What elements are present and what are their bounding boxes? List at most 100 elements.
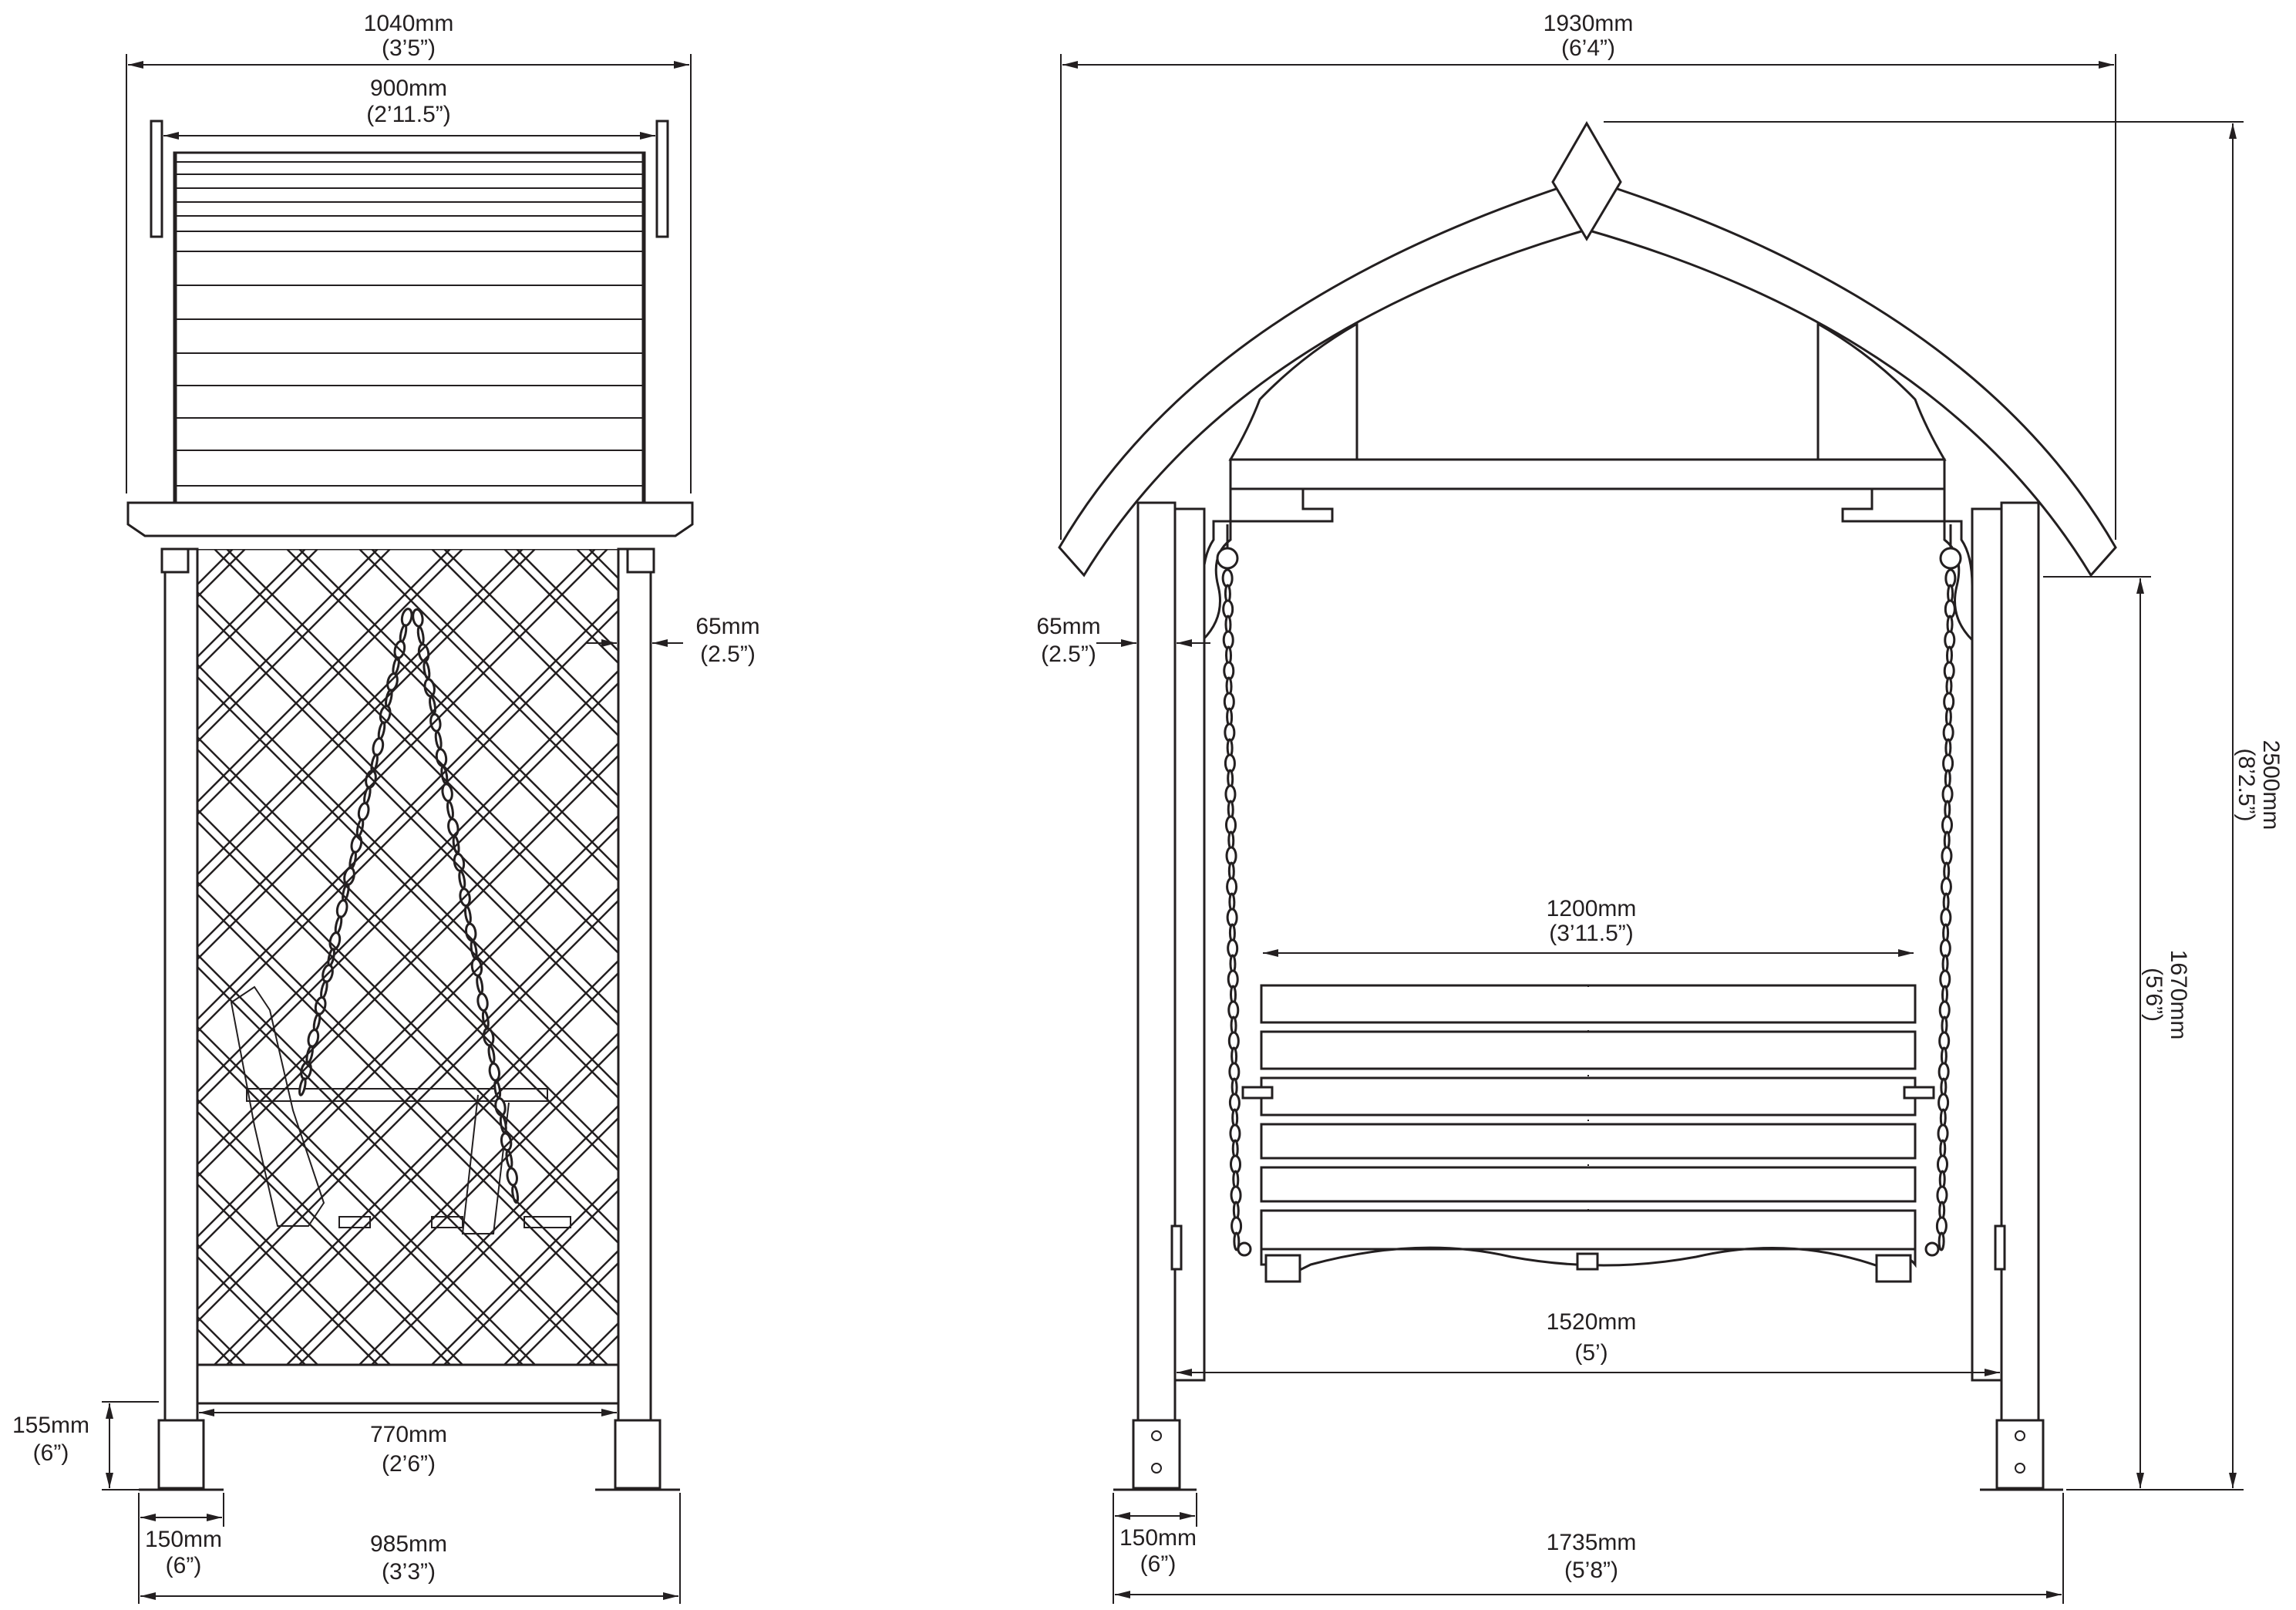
chain-link: [487, 1045, 496, 1064]
chain-link: [447, 817, 460, 837]
post-block-left: [1170, 1224, 1183, 1271]
side-foot-left: [157, 1419, 205, 1490]
lattice-strip: [197, 1183, 379, 1365]
lattice-strip: [359, 549, 618, 810]
front-arched-roof: [1058, 177, 2117, 578]
chain-link: [1937, 1231, 1945, 1251]
side-eaves-beam: [126, 501, 694, 537]
dim-label-side-base-plate-metric: 150mm: [145, 1527, 222, 1552]
dim-label-front-post-height-metric: 1670mm: [2166, 950, 2191, 1040]
dim-label-front-inner-width-imperial: (5’): [1574, 1340, 1608, 1366]
chain-link: [334, 915, 343, 935]
chain-link: [488, 1062, 501, 1082]
beam-step-left: [1229, 487, 1334, 523]
lattice-strip: [0, 549, 100, 1365]
roof-brace-left: [1228, 322, 1358, 461]
lattice-strip: [197, 881, 618, 1305]
chain-link: [335, 899, 348, 918]
dim-label-front-overall-width-metric: 1930mm: [1544, 11, 1634, 36]
beam-step-right: [1841, 487, 1946, 523]
chain-link: [399, 624, 408, 643]
lattice-strip: [197, 549, 608, 961]
dim-label-side-inner-width-imperial: (2’6”): [382, 1451, 436, 1477]
lattice-strip: [443, 549, 618, 725]
seat-back-slat: [1260, 1030, 1917, 1070]
front-post-left: [1136, 501, 1177, 1422]
dim-label-front-base-plate-imperial: (6”): [1140, 1551, 1177, 1577]
chain-link: [434, 730, 443, 750]
lattice-strip: [197, 549, 451, 803]
side-view-chains: [298, 608, 520, 1204]
dim-label-front-seat-width-imperial: (3’11.5”): [1549, 921, 1633, 946]
bolt-hole: [2015, 1430, 2025, 1441]
lattice-strip: [298, 1044, 618, 1365]
dim-label-front-overall-width-imperial: (6’4”): [1561, 35, 1615, 61]
side-post-cap-left: [160, 547, 190, 574]
lattice-strip: [0, 549, 88, 1365]
lattice-strip: [197, 549, 391, 743]
lattice-strip: [197, 1026, 536, 1365]
side-roof-panel: [173, 151, 646, 504]
side-roof-end-left: [150, 120, 163, 238]
side-foot-right: [614, 1419, 662, 1490]
chain-link: [298, 1077, 307, 1096]
roof-finial: [1551, 121, 1622, 241]
lattice-strip: [197, 603, 618, 1027]
lattice-strip: [197, 736, 618, 1160]
dim-label-side-post-width-imperial: (2.5”): [700, 642, 756, 667]
lattice-strip: [431, 549, 618, 737]
lattice-strip: [197, 953, 608, 1365]
dim-label-side-base-plate-imperial: (6”): [166, 1553, 202, 1578]
lattice-strip: [197, 591, 618, 1015]
lattice-strip: [197, 748, 618, 1172]
lattice-strip: [0, 549, 100, 1365]
side-post-cap-right: [626, 547, 655, 574]
side-view: 1040mm (3’5”) 900mm (2’11.5”) 65mm (2.5”…: [0, 11, 760, 1604]
lattice-strip: [214, 959, 618, 1365]
post-block-right: [1994, 1224, 2006, 1271]
chain-link: [476, 992, 489, 1012]
front-post-right: [2000, 501, 2040, 1422]
lattice-strip: [286, 549, 618, 882]
chain-link: [1233, 1231, 1241, 1251]
chain-link: [458, 870, 466, 890]
seat-slat: [1260, 1123, 1917, 1160]
chain-link: [446, 800, 454, 820]
dim-label-front-overall-height-imperial: (8’2.5”): [2234, 748, 2259, 821]
lattice-strip: [197, 1315, 246, 1365]
lattice-strip: [226, 972, 618, 1365]
armrest-right: [1903, 1086, 1935, 1100]
chain-link: [400, 608, 413, 627]
dim-label-front-inner-width-metric: 1520mm: [1547, 1309, 1637, 1335]
side-bottom-rail: [196, 1363, 620, 1405]
front-post-inner-right: [1971, 507, 2003, 1382]
lattice-strip: [0, 549, 173, 1365]
seat-back-slat: [1260, 1076, 1917, 1117]
dim-label-side-base-width-imperial: (3’3”): [382, 1559, 436, 1585]
dim-label-side-post-width-metric: 65mm: [695, 614, 759, 639]
lattice-strip: [443, 1189, 618, 1365]
chain-link: [416, 625, 425, 645]
lattice-strip: [197, 820, 618, 1245]
lattice-strip: [197, 1170, 391, 1365]
lattice-strip: [359, 1104, 618, 1365]
trellis-lattice: [0, 549, 618, 1365]
lattice-strip: [197, 1098, 463, 1365]
lattice-strip: [0, 549, 88, 1365]
dim-label-side-base-width-metric: 985mm: [370, 1531, 447, 1557]
chain-link: [377, 721, 386, 740]
lattice-strip: [197, 549, 318, 671]
chain-link: [372, 737, 385, 756]
chain-link: [320, 980, 328, 999]
lattice-strip: [197, 1110, 451, 1365]
dim-label-front-overall-height-metric: 2500mm: [2258, 740, 2284, 830]
chain-shackle: [1237, 1241, 1252, 1257]
lattice-strip: [371, 549, 618, 797]
lattice-strip: [197, 1243, 318, 1365]
lattice-strip: [197, 549, 246, 598]
dim-label-front-post-height-imperial: (5’6”): [2141, 968, 2166, 1022]
dim-label-side-foot-height-metric: 155mm: [12, 1413, 89, 1438]
dim-label-front-post-width-metric: 65mm: [1036, 614, 1100, 639]
lattice-strip: [371, 1117, 618, 1365]
side-roof-slats: [173, 151, 646, 504]
